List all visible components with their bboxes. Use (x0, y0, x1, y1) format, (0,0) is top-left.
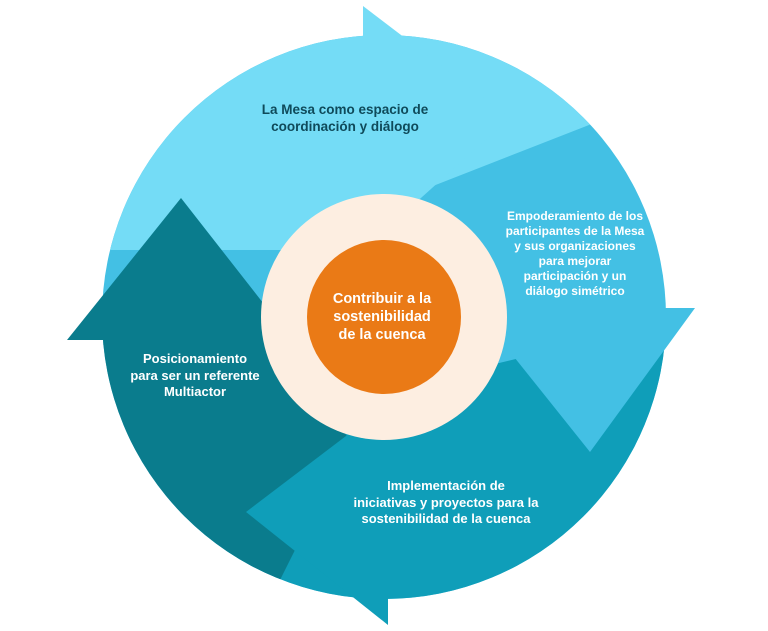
center-label-line: sostenibilidad (333, 309, 431, 326)
stage-label-left-line: Posicionamiento (142, 351, 248, 366)
center-label: Contribuir a la sostenibilidad de la cue… (320, 290, 444, 344)
stage-segment-left (102, 300, 350, 599)
stage-label-bottom: Implementación de iniciativas y proyecto… (330, 478, 562, 528)
stage-label-top: La Mesa como espacio de coordinación y d… (230, 101, 460, 136)
stage-label-right-line: y sus organizaciones (514, 239, 636, 253)
stage-label-top-line: coordinación y diálogo (271, 119, 419, 135)
stage-label-bottom-line: iniciativas y proyectos para la (353, 494, 539, 510)
stage-arrow-right (475, 308, 695, 452)
stage-arrow-top (363, 6, 510, 250)
stage-label-right-line: participación y un (523, 269, 627, 283)
stage-label-top-line: La Mesa como espacio de (261, 102, 429, 117)
stage-label-right-line: participantes de la Mesa (505, 224, 645, 238)
stage-label-right-line: Empoderamiento de los (506, 209, 644, 223)
stage-label-right-line: para mejorar (538, 254, 612, 268)
stage-arrow-bottom (246, 404, 388, 625)
stage-label-bottom-line: sostenibilidad de la cuenca (361, 511, 531, 527)
center-label-line: de la cuenca (338, 327, 426, 344)
center-circle (307, 240, 461, 394)
stage-arrow-left (67, 198, 292, 340)
stage-label-right-line: diálogo simétrico (525, 284, 625, 298)
stage-label-left-line: Multiactor (163, 384, 227, 400)
stage-label-bottom-line: Implementación de (387, 478, 505, 493)
center-label-line: Contribuir a la (332, 291, 432, 307)
stage-label-left: Posicionamiento para ser un referente Mu… (110, 351, 280, 401)
stage-label-right: Empoderamiento de los participantes de l… (492, 209, 658, 299)
stage-label-left-line: para ser un referente (130, 367, 260, 383)
